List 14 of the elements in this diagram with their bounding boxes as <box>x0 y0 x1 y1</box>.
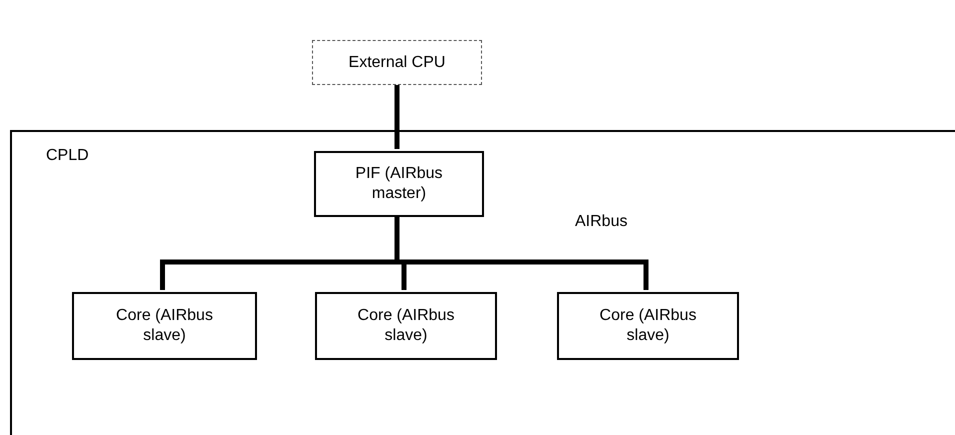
bus-line <box>394 85 400 149</box>
container-box <box>10 130 955 435</box>
node-label: PIF (AIRbus master) <box>354 164 444 204</box>
process-box <box>314 151 484 217</box>
node-label: External CPU <box>348 52 446 72</box>
node-label: Core (AIRbus slave) <box>598 306 698 346</box>
node-label: CPLD <box>46 146 89 166</box>
node-label: Core (AIRbus slave) <box>356 306 456 346</box>
external-box <box>312 40 482 85</box>
node-label: Core (AIRbus slave) <box>115 306 214 346</box>
process-box <box>557 292 739 360</box>
process-box <box>315 292 497 360</box>
bus-label: AIRbus <box>575 212 628 232</box>
process-box <box>72 292 257 360</box>
